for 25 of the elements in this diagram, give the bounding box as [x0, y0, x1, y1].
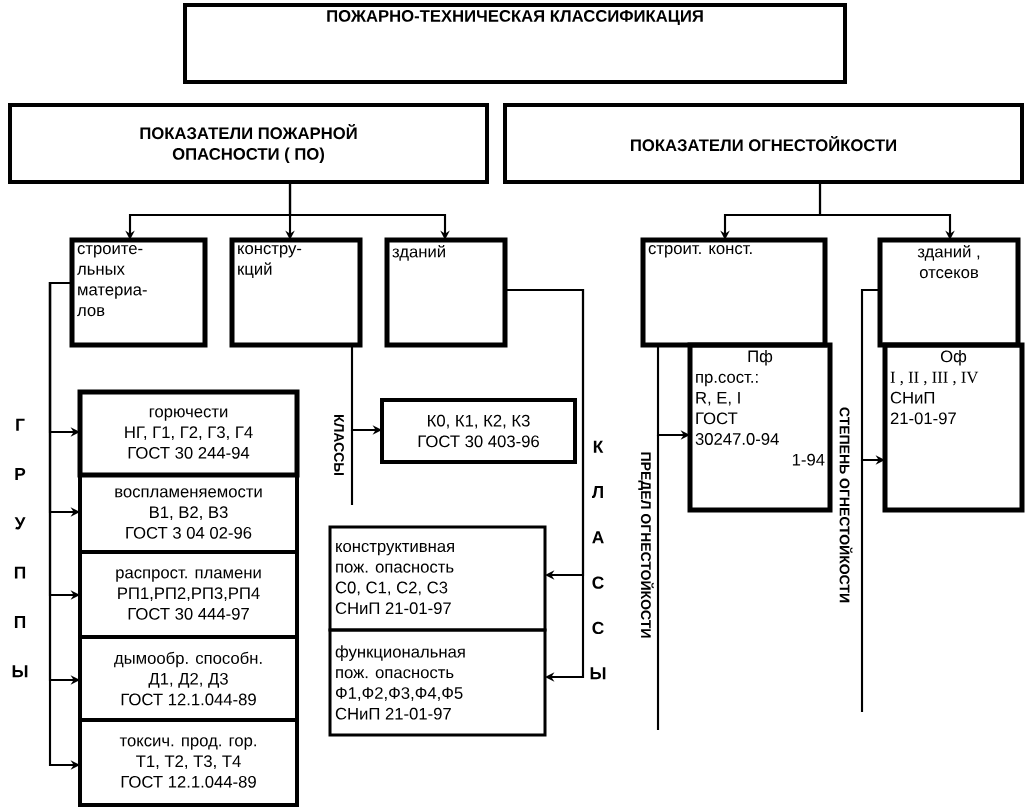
title-box: ПОЖАРНО-ТЕХНИЧЕСКАЯ КЛАССИФИКАЦИЯ	[183, 3, 847, 84]
class-box: Пф пр.сост.: R, E, I ГОСТ 30247.0-94 1-94	[687, 342, 833, 513]
group-box: распрост. пламени РП1,РП2,РП3,РП4 ГОСТ 30 444-97	[78, 550, 299, 639]
group-box: дымообр. способн. Д1, Д2, Д3 ГОСТ 12.1.044-89	[78, 635, 299, 722]
class-box: функциональная пож. опасность Ф1,Ф2,Ф3,Ф4,Ф5 СНиП 21-01-97	[328, 628, 547, 737]
category-box: зданий	[384, 237, 508, 348]
group-box: токсич. прод. гор. Т1, Т2, Т3, Т4 ГОСТ 12.1.044-89	[78, 718, 299, 807]
vertical-label: Г Р У П П Ы	[12, 418, 28, 678]
category-box: строит. конст.	[640, 237, 828, 348]
arrow	[288, 182, 450, 240]
class-box: К0, К1, К2, К3 ГОСТ 30 403-96	[380, 398, 577, 464]
arrow	[818, 182, 955, 240]
class-box: Оф I , II , III , IV СНиП 21-01-97	[882, 342, 1025, 513]
category-box: строите- льных материа- лов	[69, 237, 208, 348]
group-box: горючести НГ, Г1, Г2, Г3, Г4 ГОСТ 30 244-94	[77, 389, 300, 478]
edge-label: КЛАССЫ	[334, 414, 344, 476]
heading-box: ПОКАЗАТЕЛИ ПОЖАРНОЙ ОПАСНОСТИ ( ПО)	[8, 103, 489, 184]
vertical-label: К Л А С С Ы	[590, 440, 606, 680]
edge-label: ПРЕДЕЛ ОГНЕСТОЙКОСТИ	[638, 452, 654, 638]
class-box: конструктивная пож. опасность С0, С1, С2, С3 СНиП 21-01-97	[328, 525, 547, 632]
group-box: воспламеняемости В1, В2, В3 ГОСТ 3 04 02-96	[78, 473, 299, 554]
category-box: констру- кций	[229, 237, 363, 348]
category-box: зданий , отсеков	[877, 237, 1021, 348]
heading-box: ПОКАЗАТЕЛИ ОГНЕСТОЙКОСТИ	[503, 103, 1024, 184]
edge-label: СТЕПЕНЬ ОГНЕСТОЙКОСТИ	[839, 407, 853, 603]
